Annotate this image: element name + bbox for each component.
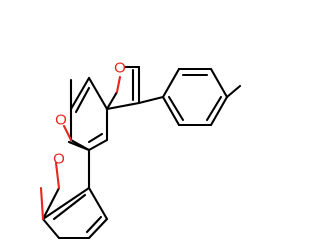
bond <box>137 95 165 105</box>
bond <box>87 138 109 152</box>
carbonyl-oxygen-atom: O <box>53 151 65 168</box>
background <box>0 0 250 250</box>
bond <box>67 140 91 152</box>
bond <box>209 67 229 99</box>
bond <box>105 101 141 111</box>
bond <box>161 95 181 127</box>
bond <box>225 84 242 99</box>
bond <box>41 186 61 221</box>
bond <box>69 76 91 111</box>
heteroatom-bonds <box>39 75 122 221</box>
bond-to-oxygen <box>115 75 122 94</box>
bond-to-oxygen <box>62 124 73 142</box>
carbon-skeleton <box>41 65 242 240</box>
bond <box>41 186 91 221</box>
bond <box>87 76 109 111</box>
molecule-structure-diagram: O O O <box>0 0 250 250</box>
bond-inner <box>74 86 91 114</box>
bond <box>105 90 119 111</box>
bond-to-oxygen <box>54 161 61 190</box>
bond-inner <box>52 193 87 221</box>
bond <box>161 67 181 99</box>
bond <box>41 217 61 240</box>
bond-inner <box>205 95 223 122</box>
bond <box>87 217 109 240</box>
bond-inner <box>167 95 185 122</box>
furan-oxygen-atom: O <box>114 60 126 77</box>
bond <box>87 186 109 221</box>
bond-inner <box>87 132 104 144</box>
bond-inner <box>85 215 103 234</box>
bond <box>209 95 229 127</box>
bond-to-oxygen <box>39 186 45 221</box>
lactone-ring-oxygen-atom: O <box>55 112 67 129</box>
